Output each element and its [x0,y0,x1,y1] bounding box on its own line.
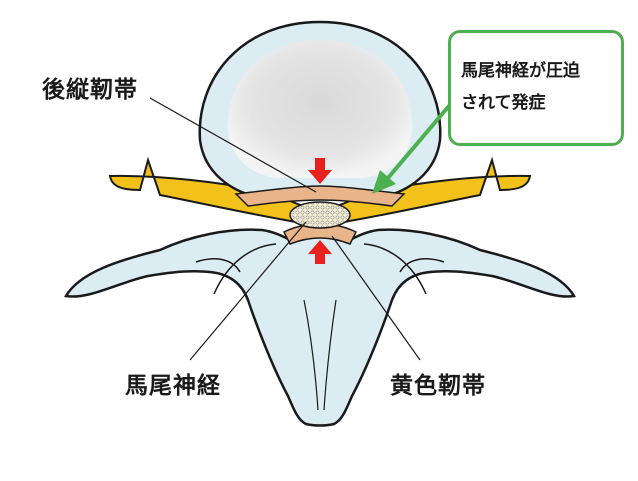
cauda-equina-bundle [289,201,351,229]
leader-posterior-ligament [149,97,317,193]
spinous-detail [303,299,337,411]
disc-nucleus [227,40,413,178]
label-posterior-longitudinal-ligament: 後縦靭帯 [42,77,138,103]
arch-detail-left [195,243,277,295]
compression-arrow-top [308,158,332,184]
callout-line-1: 馬尾神経が圧迫 [461,61,580,81]
callout-arrow-head [372,170,396,194]
callout-arrow-line [386,98,456,180]
posterior-longitudinal-ligament [234,185,406,207]
label-cauda-equina: 馬尾神経 [125,373,221,399]
compression-arrow-bottom [308,240,332,264]
nerve-root-left [108,156,302,224]
leader-yellow-ligament [331,235,421,361]
callout-box: 馬尾神経が圧迫 されて発症 [448,30,624,146]
leader-cauda-equina [189,221,307,361]
label-yellow-ligament: 黄色靭帯 [390,373,486,399]
nerve-root-right [338,156,532,224]
arch-detail-right [363,243,445,295]
callout-line-2: されて発症 [461,93,546,113]
